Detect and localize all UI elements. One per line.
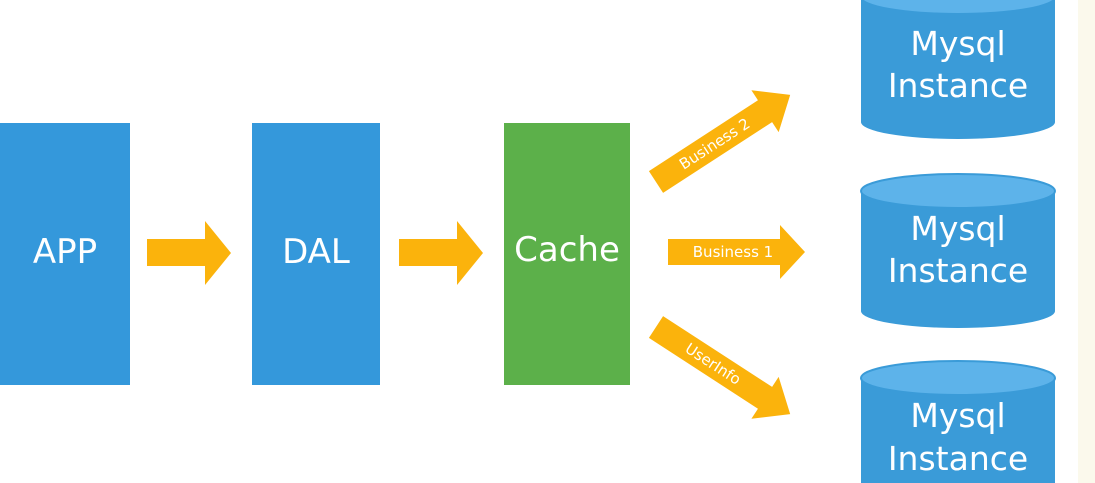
right-edge-strip (1078, 0, 1095, 483)
db3-label-line2: Instance (888, 439, 1028, 478)
business-1-label: Business 1 (693, 243, 773, 261)
db2-label-line1: Mysql (910, 209, 1005, 248)
db1-label-line1: Mysql (910, 24, 1005, 63)
business-2-label: Business 2 (676, 114, 753, 173)
arrow-business-1: Business 1 (668, 225, 805, 279)
cache-label: Cache (514, 230, 620, 270)
app-label: APP (33, 232, 97, 272)
mysql-instance-1: Mysql Instance (861, 0, 1055, 139)
db3-label-line1: Mysql (910, 396, 1005, 435)
cache-box (504, 123, 630, 385)
dal-box (252, 123, 380, 385)
mysql-instance-2: Mysql Instance (860, 173, 1056, 328)
dal-label: DAL (282, 232, 350, 272)
cache-node: Cache (504, 123, 630, 385)
db2-label-line2: Instance (888, 251, 1028, 290)
app-box (0, 123, 130, 385)
arrow-business-2: Business 2 (648, 90, 791, 193)
db1-label-line2: Instance (888, 66, 1028, 105)
arrow-userinfo: UserInfo (648, 316, 791, 419)
arrow-dal-to-cache (399, 221, 483, 285)
app-node: APP (0, 123, 130, 385)
mysql-instance-3: Mysql Instance (860, 360, 1056, 483)
arrow-app-to-dal (147, 221, 231, 285)
dal-node: DAL (252, 123, 380, 385)
